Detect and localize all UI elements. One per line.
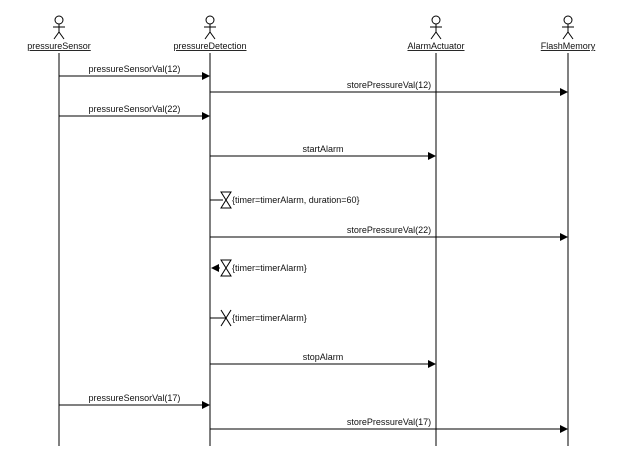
participant-label: pressureDetection [173,41,246,51]
participant-flashMemory: FlashMemory [541,15,596,446]
participant-label: pressureSensor [27,41,91,51]
message-label: pressureSensorVal(22) [89,104,181,114]
message-label: storePressureVal(22) [347,225,431,235]
message-1: pressureSensorVal(12) [59,64,210,80]
participant-label: FlashMemory [541,41,596,51]
message-9: stopAlarm [210,352,436,368]
arrowhead-icon [202,112,210,120]
arrowhead-icon [560,233,568,241]
actor-icon [430,15,442,40]
participant-alarmActuator: AlarmActuator [407,15,465,446]
message-3: pressureSensorVal(22) [59,104,210,120]
message-label: stopAlarm [303,352,344,362]
message-10: pressureSensorVal(17) [59,393,210,409]
timer-label: {timer=timerAlarm, duration=60} [232,195,360,205]
message-2: storePressureVal(12) [210,80,568,96]
actor-icon [53,15,65,40]
hourglass-icon [220,259,232,277]
participant-pressureDetection: pressureDetection [173,15,247,446]
message-7: {timer=timerAlarm} [211,259,307,277]
timer-label: {timer=timerAlarm} [232,263,307,273]
arrowhead-icon [202,72,210,80]
message-label: startAlarm [302,144,343,154]
arrowhead-icon [211,264,219,272]
actor-icon [562,15,574,40]
participant-pressureSensor: pressureSensor [27,15,91,446]
cross-icon [220,309,232,327]
message-8: {timer=timerAlarm} [210,309,307,327]
message-label: pressureSensorVal(12) [89,64,181,74]
message-label: storePressureVal(17) [347,417,431,427]
message-11: storePressureVal(17) [210,417,568,433]
actor-icon [204,15,216,40]
message-4: startAlarm [210,144,436,160]
hourglass-icon [220,191,232,209]
arrowhead-icon [560,425,568,433]
message-label: pressureSensorVal(17) [89,393,181,403]
message-label: storePressureVal(12) [347,80,431,90]
timer-label: {timer=timerAlarm} [232,313,307,323]
arrowhead-icon [202,401,210,409]
message-6: storePressureVal(22) [210,225,568,241]
participant-label: AlarmActuator [407,41,464,51]
arrowhead-icon [560,88,568,96]
arrowhead-icon [428,360,436,368]
message-5: {timer=timerAlarm, duration=60} [210,191,360,209]
arrowhead-icon [428,152,436,160]
